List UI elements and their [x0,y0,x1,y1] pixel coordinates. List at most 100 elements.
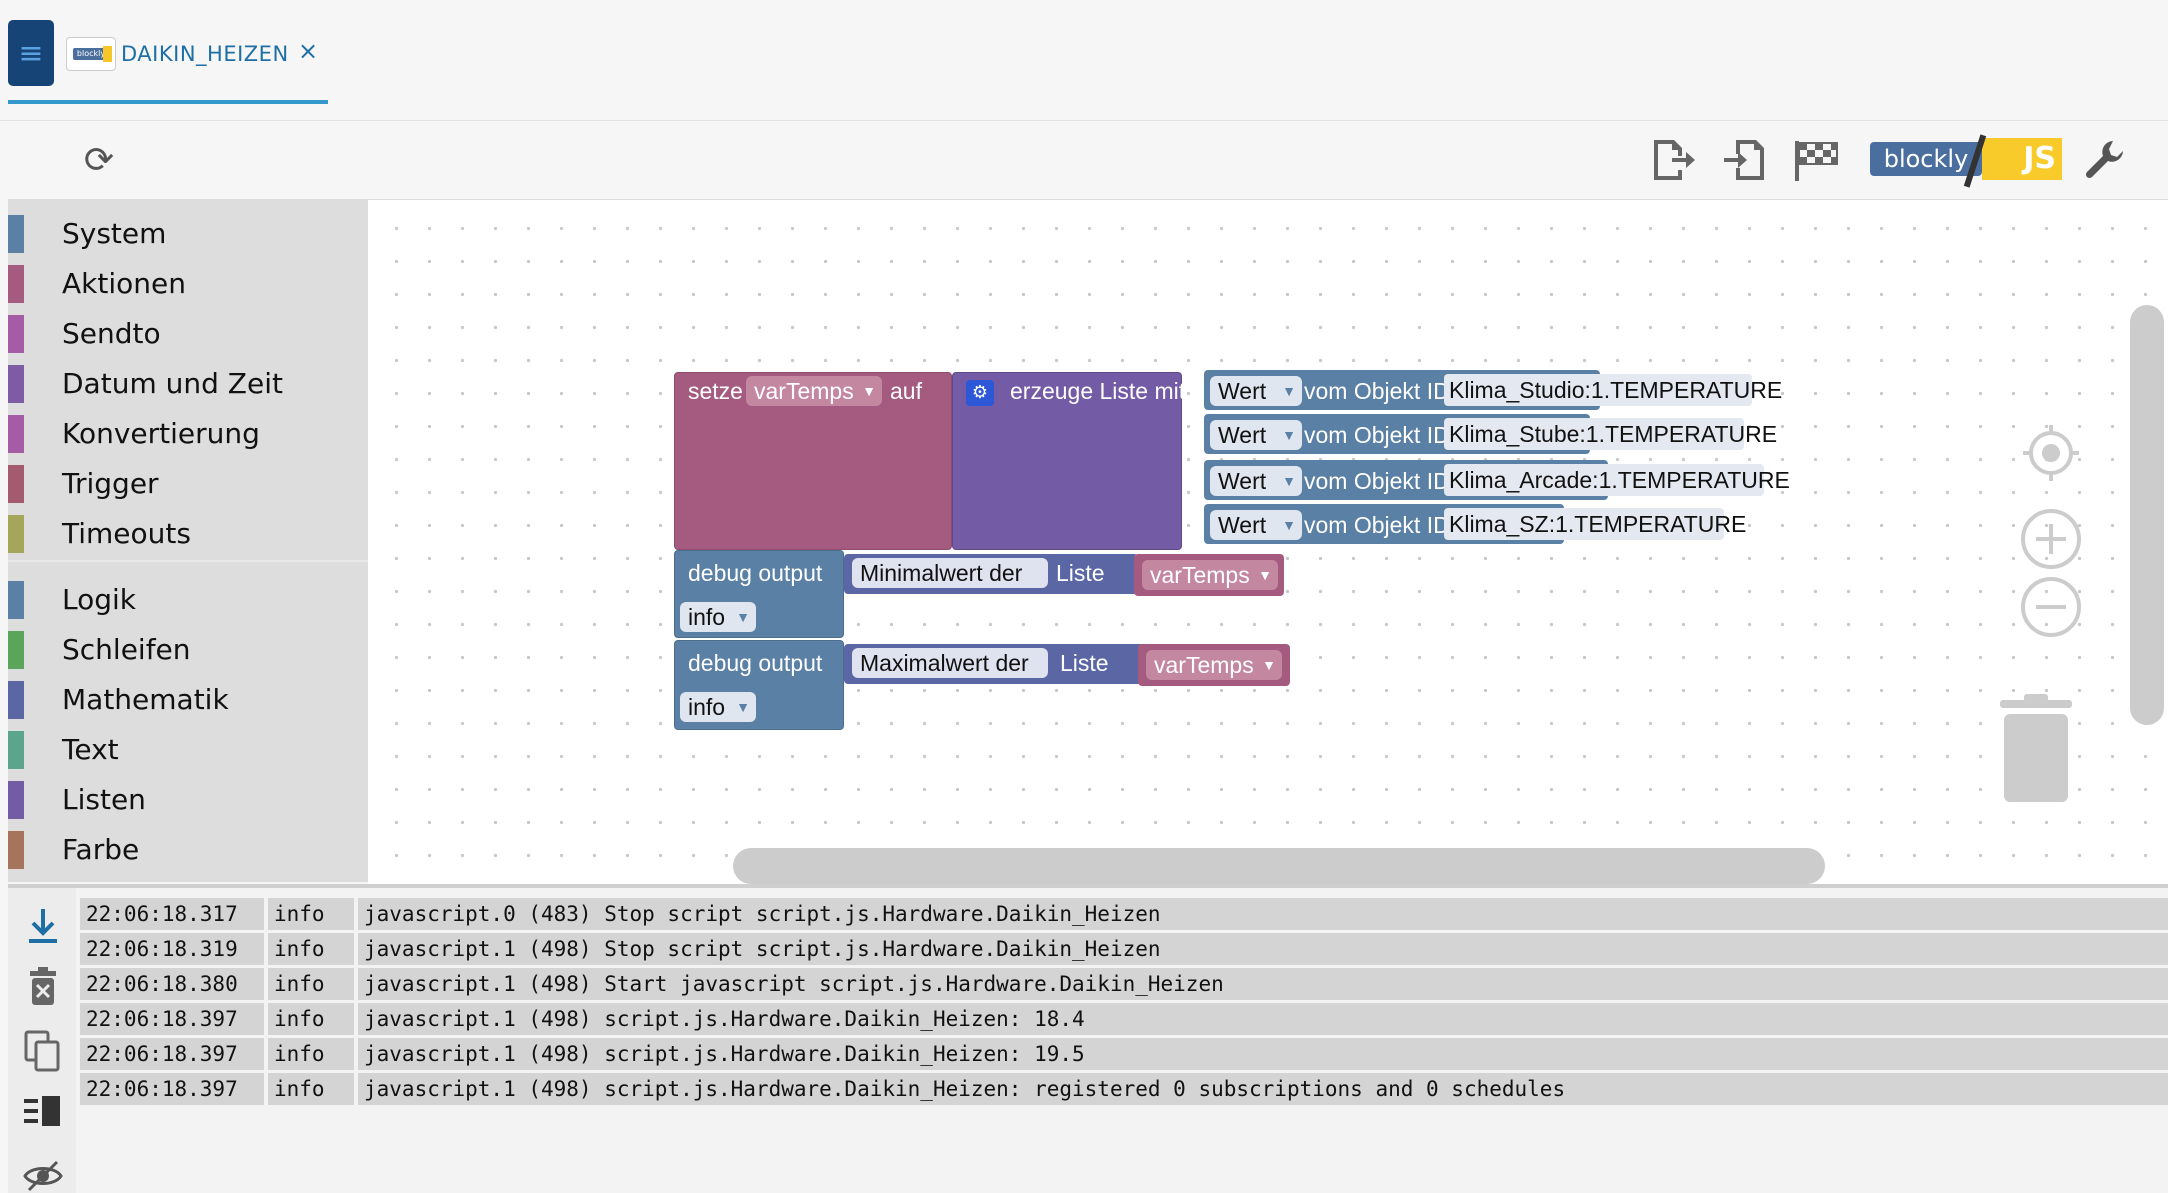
export-icon[interactable] [1648,136,1698,184]
log-toolbar [8,888,76,1193]
log-message: javascript.1 (498) script.js.Hardware.Da… [358,1003,2168,1035]
debug-level-dropdown-1[interactable]: info▼ [680,602,756,632]
category-logik[interactable]: Logik [8,575,368,623]
zoom-in-icon[interactable] [2020,508,2082,570]
wert-dropdown-1[interactable]: Wert▼ [1210,376,1302,406]
log-message: javascript.0 (483) Stop script script.js… [358,898,2168,930]
vertical-scrollbar[interactable] [2130,305,2164,725]
list-func-dropdown-1[interactable]: Minimalwert der [852,558,1048,588]
horizontal-scrollbar[interactable] [733,848,1825,884]
wert-dropdown-2[interactable]: Wert▼ [1210,420,1302,450]
log-message: javascript.1 (498) script.js.Hardware.Da… [358,1073,2168,1105]
log-message: javascript.1 (498) Stop script script.js… [358,933,2168,965]
blockly-workspace[interactable]: setze varTemps▼ auf ⚙ erzeuge Liste mit … [368,200,2168,884]
variable-dropdown-value: varTemps [754,378,854,404]
category-color-swatch [8,631,24,669]
tab-daikin-heizen[interactable]: blockly DAIKIN_HEIZEN × [8,0,328,104]
category-schleifen[interactable]: Schleifen [8,625,368,673]
tab-title: DAIKIN_HEIZEN [121,42,289,66]
object-id-field-1[interactable]: Klima_Studio:1.TEMPERATURE [1444,374,1782,406]
tab-close-icon[interactable]: × [298,37,319,65]
setze-label: setze [688,378,743,404]
list-func-dropdown-2[interactable]: Maximalwert der [852,648,1048,678]
category-color-swatch [8,681,24,719]
hide-eye-icon[interactable] [20,1152,66,1193]
object-id-field-4[interactable]: Klima_SZ:1.TEMPERATURE [1444,508,1746,540]
variable-dropdown[interactable]: varTemps▼ [746,376,882,406]
category-timeouts[interactable]: Timeouts [8,509,368,557]
category-color-swatch [8,465,24,503]
category-color-swatch [8,831,24,869]
category-trigger[interactable]: Trigger [8,459,368,507]
category-farbe[interactable]: Farbe [8,825,368,873]
category-color-swatch [8,415,24,453]
category-datum-und-zeit[interactable]: Datum und Zeit [8,359,368,407]
clear-log-icon[interactable] [20,964,66,1010]
category-separator [8,560,368,562]
category-color-swatch [8,315,24,353]
category-system[interactable]: System [8,209,368,257]
category-label: Farbe [62,833,140,866]
debug-level-dropdown-2[interactable]: info▼ [680,692,756,722]
category-label: Sendto [62,317,161,350]
scroll-down-icon[interactable] [20,904,66,950]
log-message: javascript.1 (498) script.js.Hardware.Da… [358,1038,2168,1070]
log-level: info [268,898,354,930]
log-time: 22:06:18.397 [80,1003,264,1035]
editor-toolbar: ⟳ blockly JS [8,122,2168,200]
auf-label: auf [890,378,922,404]
wert-dropdown-3[interactable]: Wert▼ [1210,466,1302,496]
vom-objekt-label-2: vom Objekt ID [1304,422,1450,448]
category-label: Mathematik [62,683,229,716]
copy-icon[interactable] [20,1028,66,1074]
category-color-swatch [8,581,24,619]
category-color-swatch [8,365,24,403]
category-sendto[interactable]: Sendto [8,309,368,357]
category-color-swatch [8,515,24,553]
category-konvertierung[interactable]: Konvertierung [8,409,368,457]
zoom-out-icon[interactable] [2020,576,2082,638]
category-label: Trigger [62,467,159,500]
category-label: Text [62,733,119,766]
category-aktionen[interactable]: Aktionen [8,259,368,307]
blockly-js-toggle[interactable]: blockly JS [1860,134,2062,188]
log-time: 22:06:18.397 [80,1073,264,1105]
menu-button[interactable]: ≡ [8,20,54,86]
category-text[interactable]: Text [8,725,368,773]
tab-bar: ≡ blockly DAIKIN_HEIZEN × [0,0,2168,121]
blockly-label: blockly [1870,142,1982,176]
hamburger-icon: ≡ [18,35,44,71]
trash-icon[interactable] [1994,692,2078,806]
category-label: Timeouts [62,517,191,550]
center-view-icon[interactable] [2020,422,2082,484]
wrench-icon[interactable] [2078,136,2132,184]
category-label: Datum und Zeit [62,367,283,400]
log-level: info [268,1073,354,1105]
import-icon[interactable] [1720,136,1770,184]
category-label: Aktionen [62,267,186,300]
checkered-flag-icon[interactable] [1788,136,1842,184]
category-mathematik[interactable]: Mathematik [8,675,368,723]
refresh-icon[interactable]: ⟳ [83,139,115,181]
toggle-details-icon[interactable] [20,1090,66,1136]
wert-dropdown-4[interactable]: Wert▼ [1210,510,1302,540]
js-label: JS [1982,138,2062,180]
vom-objekt-label-3: vom Objekt ID [1304,468,1450,494]
category-label: System [62,217,167,250]
var-dropdown-1[interactable]: varTemps▼ [1142,560,1278,590]
create-list-label: erzeuge Liste mit [1010,378,1186,404]
gear-icon[interactable]: ⚙ [966,380,994,406]
object-id-field-3[interactable]: Klima_Arcade:1.TEMPERATURE [1444,464,1790,496]
object-id-field-2[interactable]: Klima_Stube:1.TEMPERATURE [1444,418,1777,450]
category-label: Konvertierung [62,417,260,450]
category-listen[interactable]: Listen [8,775,368,823]
var-dropdown-2[interactable]: varTemps▼ [1146,650,1282,680]
